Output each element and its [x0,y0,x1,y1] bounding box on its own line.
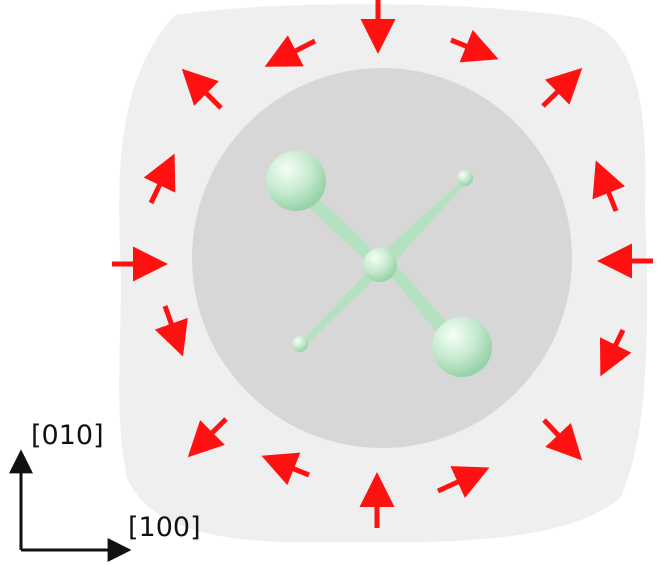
bond-lower-left [298,263,384,349]
red-arrow-icon [181,68,223,110]
small-atom-lower-left [292,336,308,352]
red-arrow-icon [154,305,188,357]
red-arrow-icon [450,29,499,63]
bond-upper-left [294,187,385,270]
red-arrow-icon [592,160,626,212]
red-arrow-icon [143,153,176,205]
red-arrow-icon [187,417,228,458]
red-arrow-icon [541,67,583,108]
axis-100-label: [100] [128,512,201,543]
large-atom-lower-right [432,317,492,377]
large-atom-upper-left [266,151,326,211]
central-atom [363,248,397,282]
bond-upper-right [372,178,468,267]
red-arrow-icon [599,328,632,377]
strain-arrow-ring [112,0,653,528]
red-arrow-icon [542,418,583,461]
axis-010-label: [010] [31,420,104,451]
molecule-model [266,151,492,377]
red-arrow-icon [261,452,310,486]
red-arrow-icon [264,35,317,67]
crystal-axis-indicator: [010] [100] [8,420,201,562]
small-atom-upper-right [457,170,473,186]
red-arrow-icon [436,466,490,498]
